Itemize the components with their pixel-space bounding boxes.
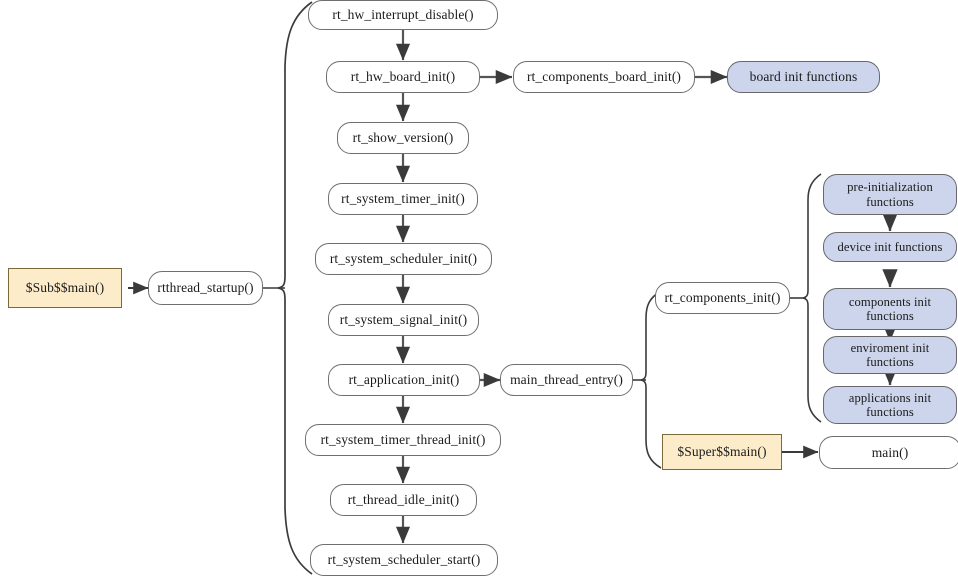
node-label: rt_hw_interrupt_disable() (332, 7, 474, 23)
node-rt-application-init[interactable]: rt_application_init() (328, 364, 480, 396)
node-main[interactable]: main() (819, 436, 958, 469)
node-label: board init functions (749, 69, 858, 85)
node-label: rt_components_board_init() (526, 69, 682, 85)
node-label: rtthread_startup() (157, 280, 254, 296)
node-pre-initialization-functions[interactable]: pre-initialization functions (823, 174, 957, 215)
node-rt-show-version[interactable]: rt_show_version() (337, 122, 469, 154)
node-label: rt_application_init() (348, 372, 460, 388)
node-rt-system-timer-init[interactable]: rt_system_timer_init() (328, 183, 478, 215)
node-label: rt_system_scheduler_init() (329, 251, 478, 267)
node-label: rt_show_version() (352, 130, 454, 146)
node-rtthread-startup[interactable]: rtthread_startup() (148, 271, 263, 305)
node-label: pre-initialization functions (847, 180, 933, 209)
node-components-init-functions[interactable]: components init functions (823, 288, 957, 330)
node-rt-hw-board-init[interactable]: rt_hw_board_init() (326, 61, 480, 93)
node-label: rt_thread_idle_init() (347, 492, 460, 508)
node-label: $Sub$$main() (25, 280, 105, 296)
node-label: main() (871, 444, 909, 460)
node-rt-system-scheduler-start[interactable]: rt_system_scheduler_start() (310, 544, 498, 576)
node-rt-hw-interrupt-disable[interactable]: rt_hw_interrupt_disable() (308, 0, 498, 30)
node-rt-system-timer-thread-init[interactable]: rt_system_timer_thread_init() (305, 424, 501, 456)
node-super-main[interactable]: $Super$$main() (662, 434, 782, 470)
node-rt-system-signal-init[interactable]: rt_system_signal_init() (328, 304, 479, 336)
node-label: device init functions (837, 239, 943, 254)
node-enviroment-init-functions[interactable]: enviroment init functions (823, 336, 957, 374)
node-label: rt_system_scheduler_start() (327, 552, 481, 568)
node-label: components init functions (848, 294, 932, 323)
node-rt-system-scheduler-init[interactable]: rt_system_scheduler_init() (315, 243, 492, 275)
node-label: main_thread_entry() (510, 372, 623, 388)
node-label: enviroment init functions (850, 340, 930, 369)
node-label: rt_system_signal_init() (339, 312, 468, 328)
node-label: $Super$$main() (677, 444, 767, 460)
node-main-thread-entry[interactable]: main_thread_entry() (500, 364, 633, 396)
node-rt-components-init[interactable]: rt_components_init() (655, 282, 790, 314)
node-sub-main[interactable]: $Sub$$main() (8, 268, 122, 308)
node-label: rt_system_timer_thread_init() (320, 432, 486, 448)
node-rt-thread-idle-init[interactable]: rt_thread_idle_init() (330, 484, 477, 516)
node-rt-components-board-init[interactable]: rt_components_board_init() (513, 61, 695, 93)
node-label: rt_components_init() (664, 290, 781, 306)
node-label: rt_system_timer_init() (341, 191, 465, 207)
node-board-init-functions[interactable]: board init functions (727, 61, 880, 93)
node-applications-init-functions[interactable]: applications init functions (823, 386, 957, 424)
node-label: applications init functions (848, 390, 932, 419)
node-label: rt_hw_board_init() (350, 69, 456, 85)
node-device-init-functions[interactable]: device init functions (823, 232, 957, 262)
